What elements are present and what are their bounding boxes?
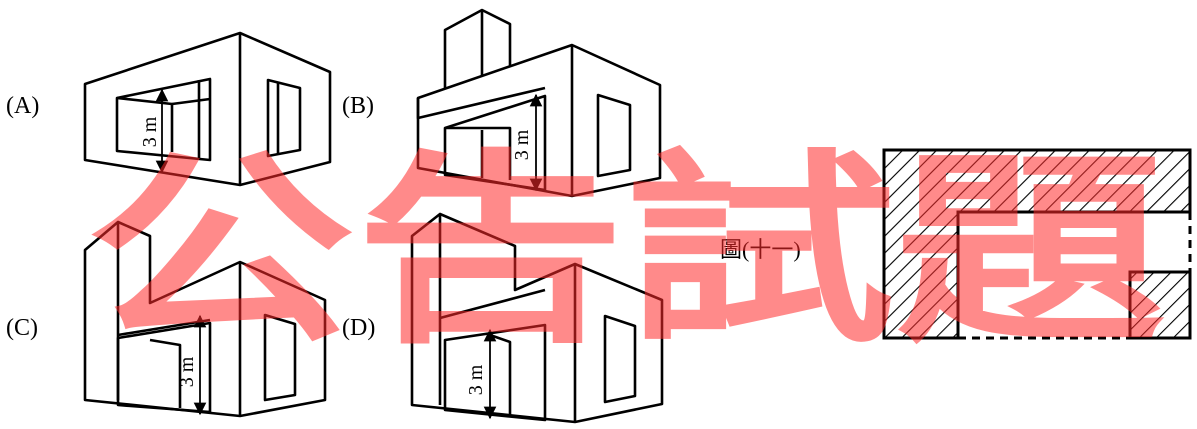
option-d[interactable]: (D) 3 m [342, 212, 664, 424]
option-c-dimension: 3 m [176, 356, 198, 387]
option-a[interactable]: (A) 3 m [6, 31, 332, 187]
option-b-label: (B) [342, 93, 374, 119]
figure-caption: 圖(十一) [720, 237, 801, 262]
plan-figure: 圖(十一) [720, 148, 1192, 340]
option-c-label: (C) [6, 315, 38, 341]
option-b-building-drawing [416, 8, 662, 198]
option-a-dimension: 3 m [139, 116, 161, 147]
watermark: 公告試題 [85, 133, 1165, 371]
option-d-building-drawing [410, 212, 664, 424]
option-b-dimension: 3 m [511, 129, 533, 160]
option-b[interactable]: (B) 3 m [342, 8, 662, 198]
option-a-label: (A) [6, 93, 39, 119]
plan-hatched-block [1128, 270, 1192, 340]
option-d-label: (D) [342, 315, 375, 341]
option-c-building-drawing [83, 220, 327, 418]
plan-hatched-wing [882, 148, 1192, 340]
option-a-building-drawing [83, 31, 332, 187]
option-d-dimension: 3 m [465, 364, 487, 395]
option-c[interactable]: (C) 3 m [6, 220, 327, 418]
